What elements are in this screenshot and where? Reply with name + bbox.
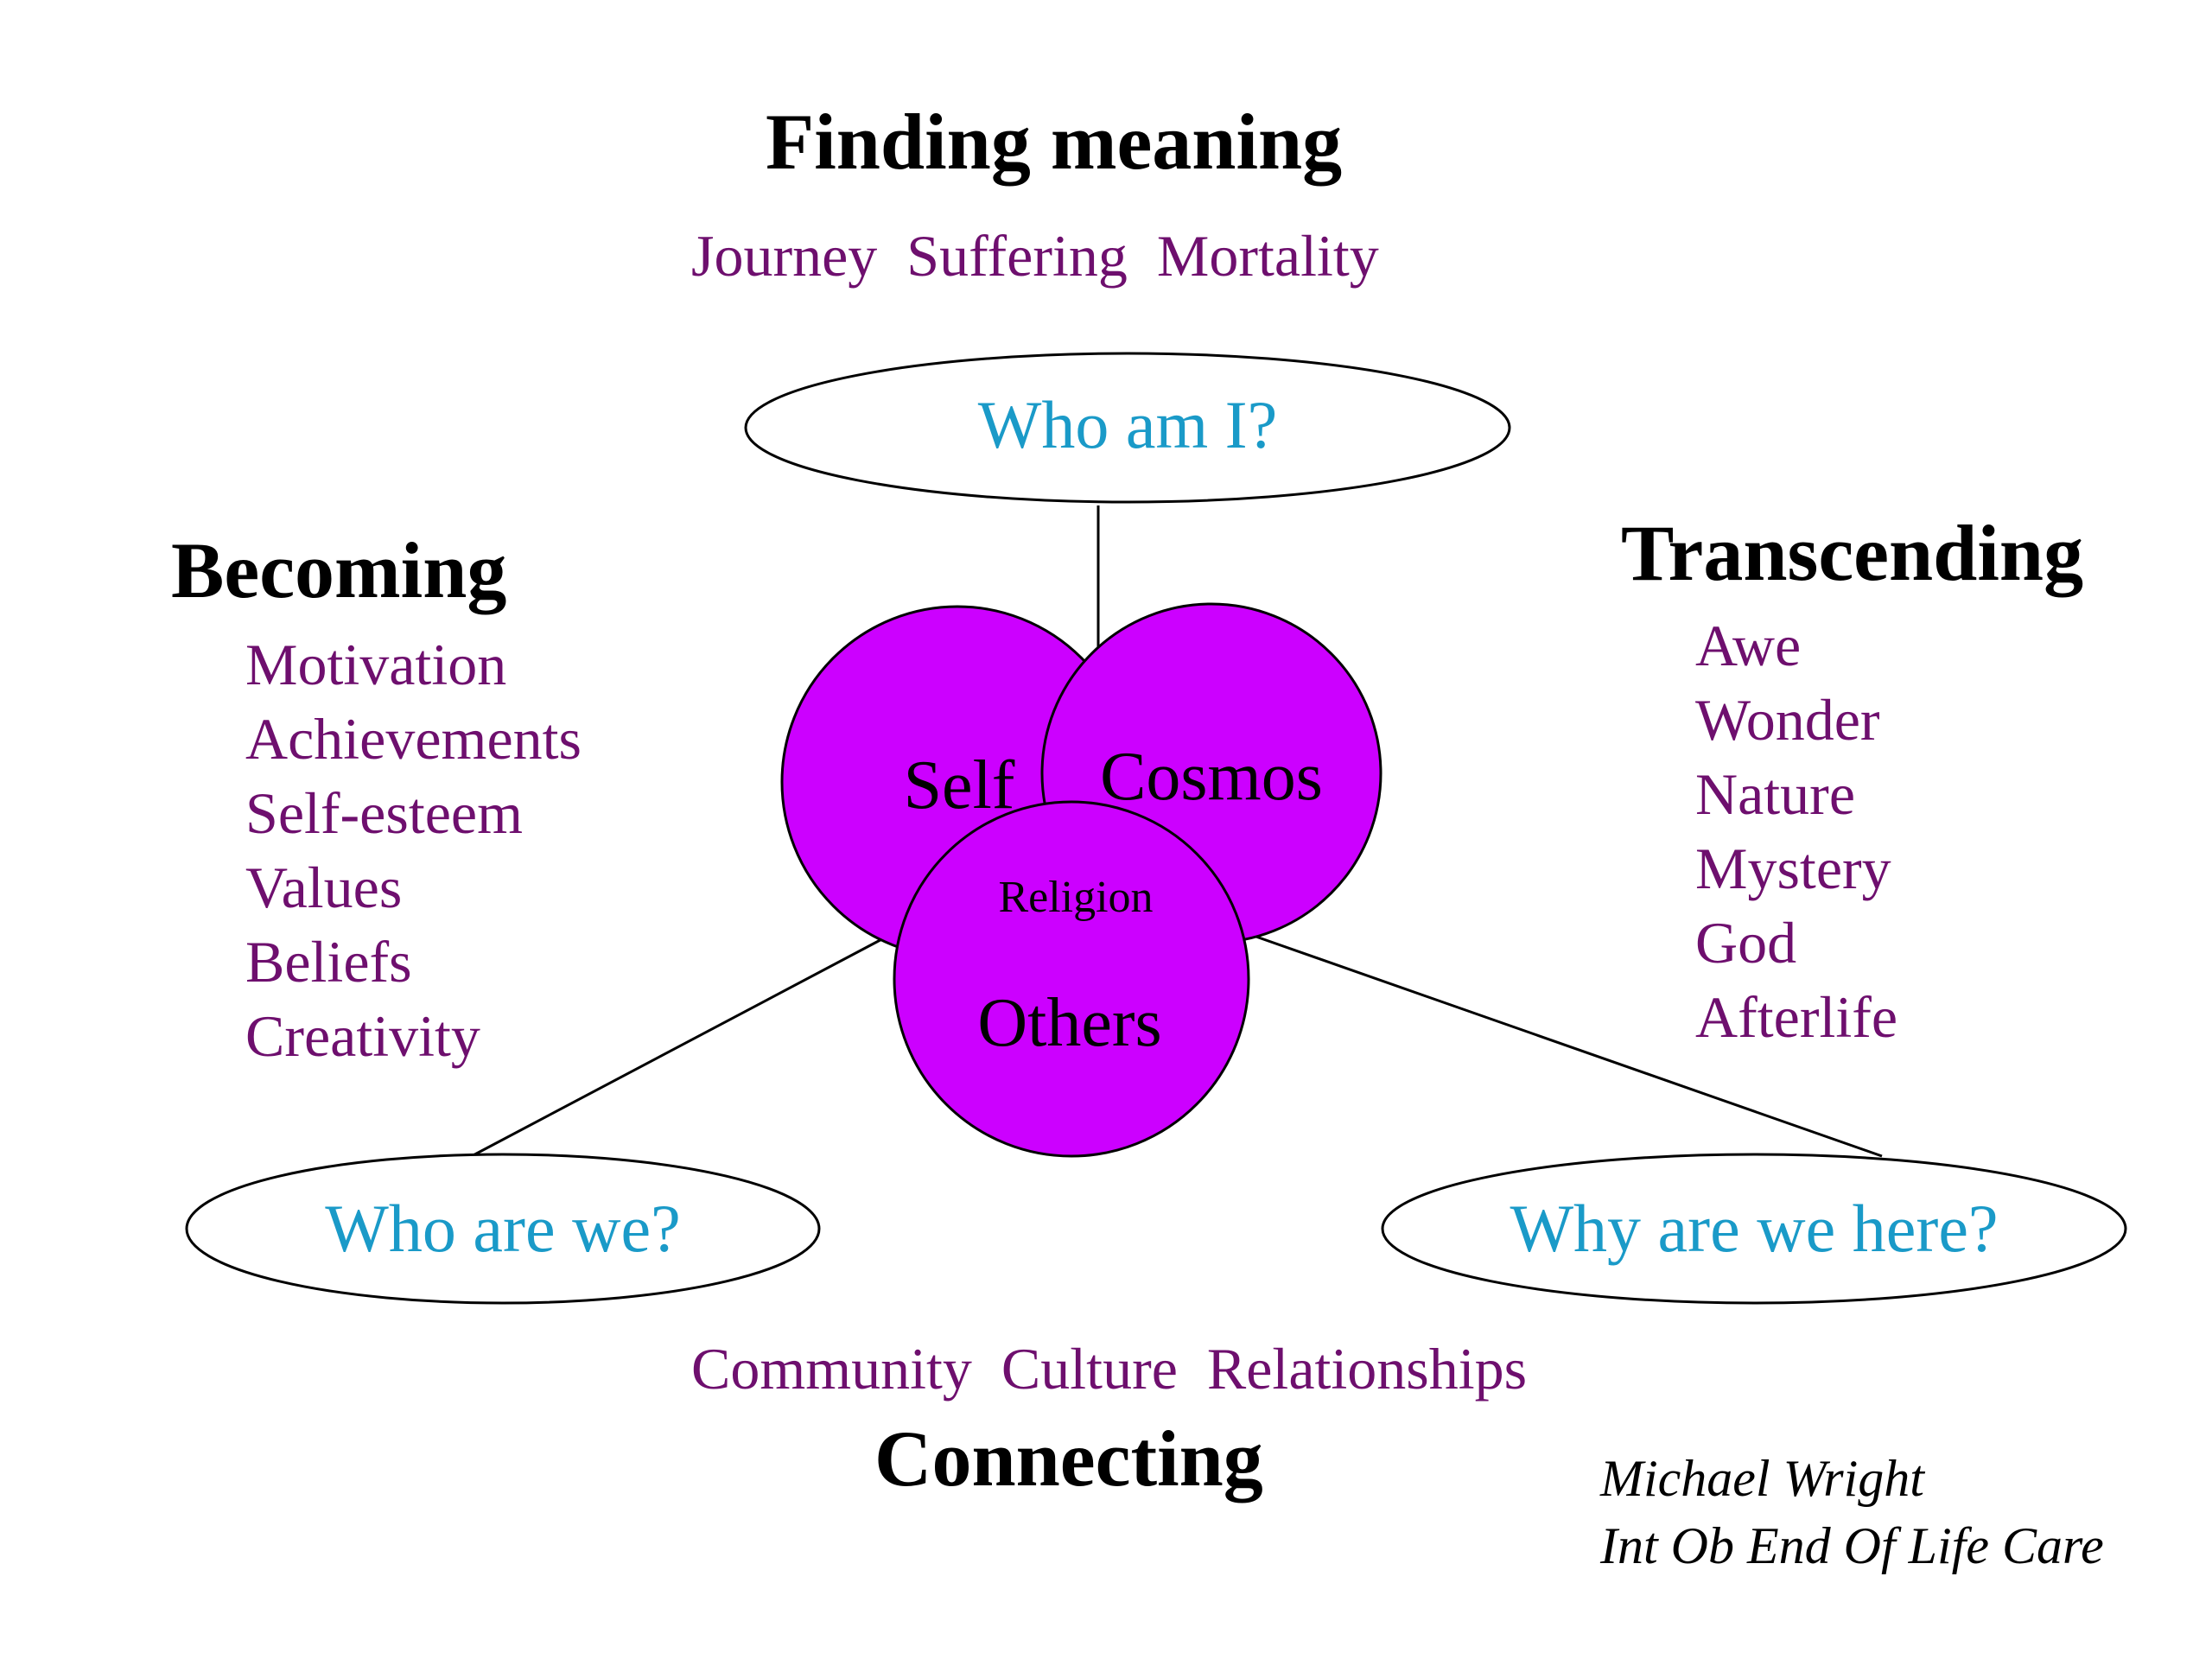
connecting-words: Community Culture Relationships xyxy=(691,1336,1528,1402)
publication: Int Ob End Of Life Care xyxy=(1600,1517,2104,1574)
author-name: Michael Wright xyxy=(1600,1450,1924,1507)
becoming-item: Motivation xyxy=(245,632,507,697)
transcending-item: Afterlife xyxy=(1695,984,1898,1050)
others-label: Others xyxy=(977,985,1161,1061)
others-circle xyxy=(893,800,1250,1158)
transcending-item: Wonder xyxy=(1695,687,1880,753)
becoming-item: Beliefs xyxy=(245,929,412,995)
connector-right xyxy=(1250,933,1883,1158)
cosmos-label: Cosmos xyxy=(1100,739,1323,815)
becoming-heading: Becoming xyxy=(171,526,507,614)
who-am-i-ellipse xyxy=(744,352,1511,504)
transcending-item: God xyxy=(1695,910,1797,976)
transcending-item: Nature xyxy=(1695,761,1856,827)
who-are-we-text: Who are we? xyxy=(325,1191,680,1266)
finding-meaning-words: Journey Suffering Mortality xyxy=(691,223,1379,289)
finding-meaning-heading: Finding meaning xyxy=(766,98,1343,186)
becoming-item: Achievements xyxy=(245,706,582,772)
becoming-item: Self-esteem xyxy=(245,780,523,846)
transcending-item: Awe xyxy=(1695,613,1802,678)
author-credit: Michael Wright Int Ob End Of Life Care xyxy=(1600,1445,2104,1580)
who-am-i-text: Who am I? xyxy=(978,387,1278,462)
who-are-we-ellipse xyxy=(185,1153,821,1305)
becoming-list: Motivation Achievements Self-esteem Valu… xyxy=(245,627,582,1073)
transcending-item: Mystery xyxy=(1695,836,1891,901)
transcending-list: Awe Wonder Nature Mystery God Afterlife xyxy=(1695,608,1897,1054)
becoming-item: Values xyxy=(245,855,403,920)
connector-left xyxy=(467,933,891,1160)
why-are-we-here-text: Why are we here? xyxy=(1510,1191,1998,1266)
connecting-heading: Connecting xyxy=(874,1414,1263,1503)
why-are-we-here-ellipse xyxy=(1381,1153,2127,1305)
transcending-heading: Transcending xyxy=(1621,509,2084,597)
becoming-item: Creativity xyxy=(245,1003,480,1069)
religion-label: Religion xyxy=(998,873,1153,922)
self-label: Self xyxy=(904,747,1015,823)
